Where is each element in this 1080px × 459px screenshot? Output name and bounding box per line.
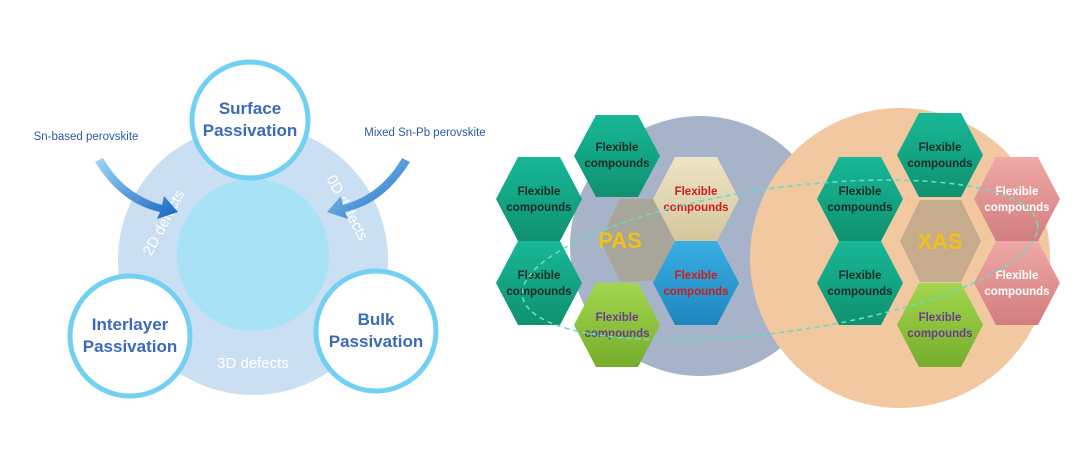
node-surface-line1: Surface xyxy=(219,99,281,118)
xas-hex-1-line2: compounds xyxy=(907,158,972,170)
pas-hex-6: Flexible compounds xyxy=(574,283,660,367)
xas-hex-5: Flexible compounds xyxy=(974,241,1060,325)
pas-label: PAS xyxy=(598,228,642,253)
xas-hex-4-line2: compounds xyxy=(827,286,892,298)
node-interlayer-line2: Passivation xyxy=(83,337,178,356)
pas-hex-6-line2: compounds xyxy=(584,328,649,340)
pas-hex-1-line1: Flexible xyxy=(596,142,639,154)
xas-hex-5-line1: Flexible xyxy=(996,270,1039,282)
pas-hex-3: Flexible compounds xyxy=(653,157,739,241)
node-surface-line2: Passivation xyxy=(203,121,298,140)
pas-hex-2: Flexible compounds xyxy=(496,157,582,241)
node-surface-passivation: Surface Passivation xyxy=(189,59,311,181)
pas-hex-6-line1: Flexible xyxy=(596,312,639,324)
pas-hex-2-line2: compounds xyxy=(506,202,571,214)
pas-hex-5-line2: compounds xyxy=(663,286,728,298)
right-diagram: PAS Flexible compounds Flexible compound… xyxy=(496,108,1060,408)
pas-hex-4-line1: Flexible xyxy=(518,270,561,282)
xas-hex-4: Flexible compounds xyxy=(817,241,903,325)
node-bulk-line1: Bulk xyxy=(358,310,395,329)
pas-hex-4-line2: compounds xyxy=(506,286,571,298)
pas-hex-3-line2: compounds xyxy=(663,202,728,214)
pas-hex-2-line1: Flexible xyxy=(518,186,561,198)
source-mixed: Mixed Sn-Pb perovskite xyxy=(364,127,485,139)
xas-hex-1: Flexible compounds xyxy=(897,113,983,197)
xas-hex-5-line2: compounds xyxy=(984,286,1049,298)
pas-hex-1-line2: compounds xyxy=(584,158,649,170)
pas-hex-4: Flexible compounds xyxy=(496,241,582,325)
xas-hex-6: Flexible compounds xyxy=(897,283,983,367)
xas-hex-2-line2: compounds xyxy=(827,202,892,214)
xas-hex-4-line1: Flexible xyxy=(839,270,882,282)
source-sn-based: Sn-based perovskite xyxy=(34,131,139,143)
xas-cluster: XAS Flexible compounds Flexible compound… xyxy=(817,113,1060,367)
left-diagram: 2D defects 0D defects 3D defects Sn-base… xyxy=(34,59,486,399)
node-bulk-passivation: Bulk Passivation xyxy=(313,268,439,394)
xas-hex-3: Flexible compounds xyxy=(974,157,1060,241)
arrow-mixed-icon xyxy=(327,158,410,219)
xas-hex-2: Flexible compounds xyxy=(817,157,903,241)
xas-hex-3-line2: compounds xyxy=(984,202,1049,214)
xas-label: XAS xyxy=(917,229,962,254)
xas-center-hex: XAS xyxy=(900,200,981,282)
xas-hex-1-line1: Flexible xyxy=(919,142,962,154)
dashed-orbit xyxy=(521,179,1039,341)
center-disc xyxy=(177,179,329,331)
pas-cluster: PAS Flexible compounds Flexible compound… xyxy=(496,115,739,367)
node-interlayer-passivation: Interlayer Passivation xyxy=(67,273,193,399)
defect-label-3d: 3D defects xyxy=(217,355,289,372)
pas-center-hex: PAS xyxy=(598,199,681,281)
node-bulk-line2: Passivation xyxy=(329,332,424,351)
xas-hex-6-line2: compounds xyxy=(907,328,972,340)
pas-hex-5-line1: Flexible xyxy=(675,270,718,282)
xas-hex-3-line1: Flexible xyxy=(996,186,1039,198)
pas-hex-3-line1: Flexible xyxy=(675,186,718,198)
xas-hex-2-line1: Flexible xyxy=(839,186,882,198)
pas-hex-1: Flexible compounds xyxy=(574,115,660,197)
xas-hex-6-line1: Flexible xyxy=(919,312,962,324)
pas-hex-5: Flexible compounds xyxy=(653,241,739,325)
arrow-sn-based-icon xyxy=(95,158,178,219)
node-interlayer-line1: Interlayer xyxy=(92,315,169,334)
